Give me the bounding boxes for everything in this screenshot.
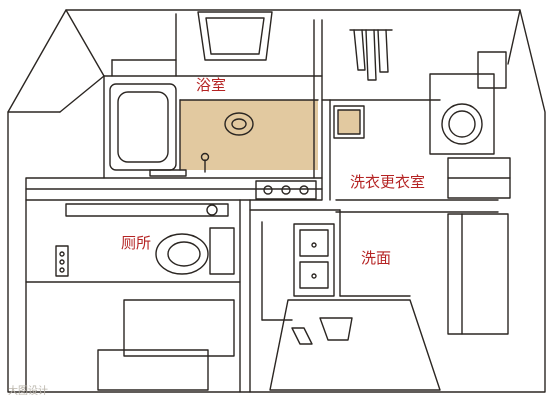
bathtub: [109, 83, 177, 171]
outer-walls: [7, 9, 546, 393]
watermark: 大图设计: [8, 386, 48, 397]
toilet-label: 厕所: [121, 234, 152, 252]
toilet-area: [25, 199, 251, 393]
washroom-area: [249, 209, 509, 391]
laundry-room-label: 洗衣更衣室: [350, 173, 426, 191]
washing-machine: [429, 73, 495, 155]
toilet-control-panel: [55, 245, 69, 277]
laundry-shelf: [333, 105, 365, 139]
laundry-area: [321, 29, 511, 213]
vanity-cabinet: [293, 223, 335, 297]
washroom-label: 洗面: [361, 249, 392, 267]
bathroom-label: 浴室: [196, 76, 227, 94]
slippers: [291, 327, 313, 345]
counter-strip: [25, 177, 323, 201]
toilet-tank: [209, 227, 235, 275]
bathroom-area: [103, 11, 323, 179]
hanging-towel: [353, 29, 366, 71]
bathroom-basin: [224, 112, 254, 136]
bathroom-floor: [180, 100, 318, 170]
bathroom-window: [197, 11, 273, 61]
toilet-bowl: [155, 233, 209, 275]
